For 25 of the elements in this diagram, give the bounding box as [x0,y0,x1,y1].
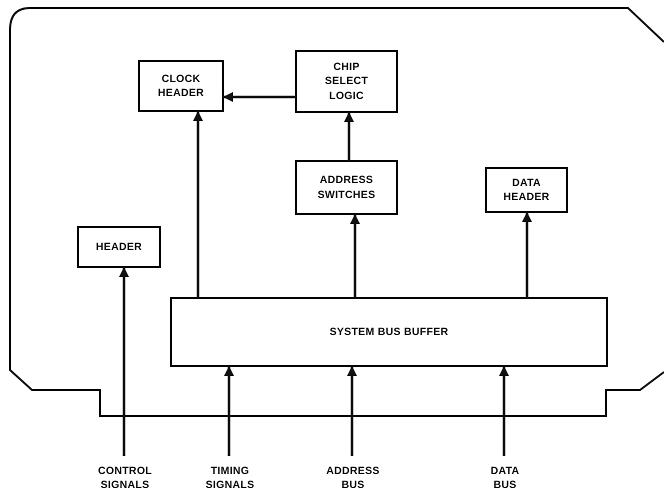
signal-label: DATA BUS [490,464,520,492]
block-box [295,50,398,113]
signal-label: CONTROL SIGNALS [96,464,153,492]
signal-label: ADDRESS BUS [325,464,381,492]
arrow [347,366,357,456]
signal-label: TIMING SIGNALS [204,464,256,492]
block-box [138,60,224,112]
block-label: CHIP SELECT LOGIC [324,60,370,103]
block-box [77,226,161,268]
arrow [224,366,234,456]
block-box [295,160,398,215]
arrow [499,366,509,456]
block-label: ADDRESS SWITCHES [316,173,376,202]
block-label: DATA HEADER [502,176,551,204]
arrow [119,267,129,456]
block-box [485,167,568,213]
block-label: HEADER [96,240,142,254]
block-box [170,297,608,367]
arrow [350,214,360,297]
block-label: CLOCK HEADER [156,72,206,100]
arrow [344,112,354,160]
block-label: SYSTEM BUS BUFFER [330,324,448,340]
arrow [193,111,203,297]
arrow [223,92,295,102]
arrow [522,212,532,297]
